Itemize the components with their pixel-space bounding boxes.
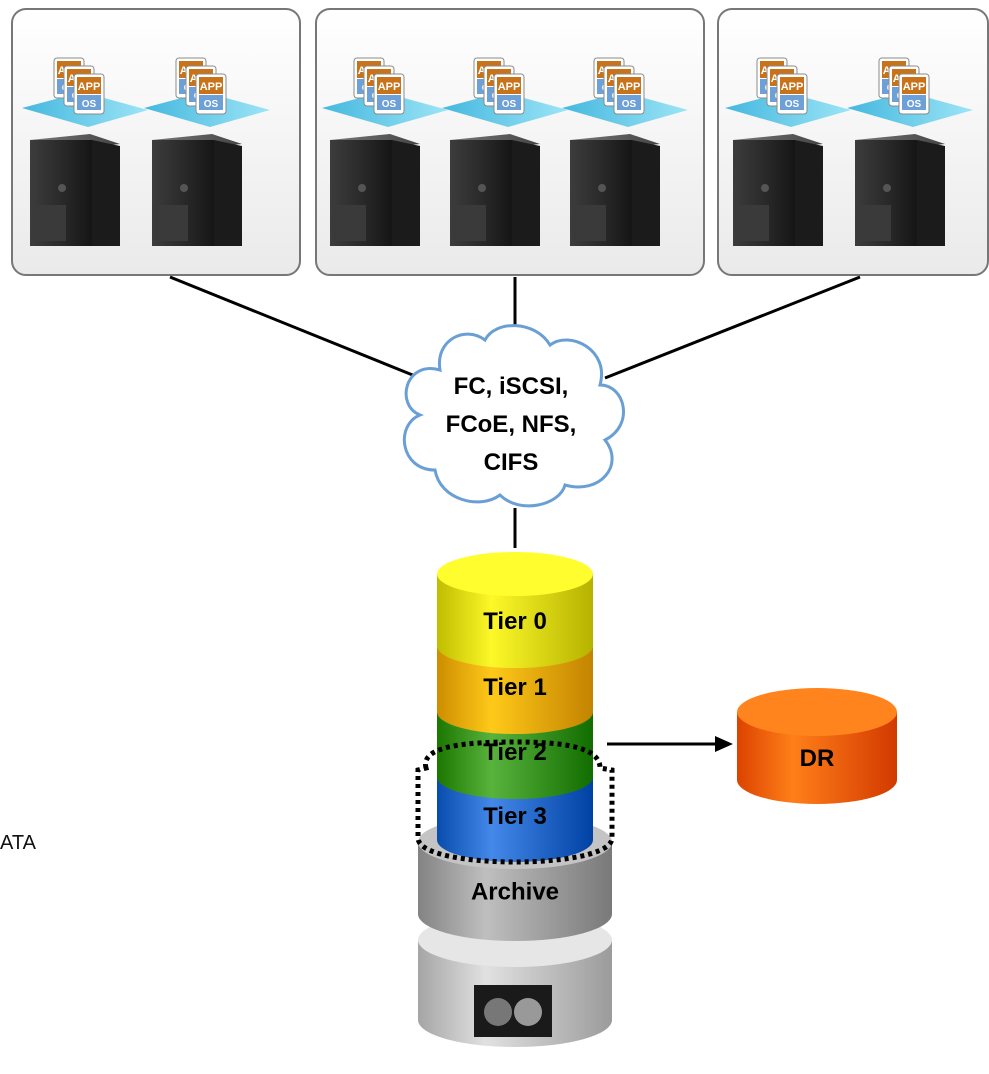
replication-arrow — [607, 736, 733, 752]
vm-os-block — [199, 95, 223, 110]
power-button-icon — [180, 184, 188, 192]
partial-side-label: ATA — [0, 832, 36, 854]
vm-os-label: OS — [82, 99, 97, 110]
vm-os-label: OS — [204, 99, 219, 110]
arrow-head — [715, 736, 733, 752]
cloud-line-2: FCoE, NFS, — [446, 411, 577, 438]
server-side — [214, 140, 242, 246]
selection-dashed-loop — [415, 739, 615, 865]
vm-app-block — [77, 77, 101, 94]
power-button-icon — [883, 184, 891, 192]
server-vent — [158, 205, 188, 241]
power-button-icon — [358, 184, 366, 192]
server-vent — [456, 205, 486, 241]
vm-card: APP OS — [195, 73, 227, 115]
vm-app-block — [497, 77, 521, 94]
power-button-icon — [478, 184, 486, 192]
tier-3-label: Tier 3 — [483, 803, 547, 830]
server-vent — [739, 205, 769, 241]
cloud-line-3: CIFS — [484, 449, 539, 476]
vm-app-label: APP — [498, 81, 521, 93]
vm-os-block — [497, 95, 521, 110]
vm-card: APP OS — [493, 73, 525, 115]
vm-os-block — [617, 95, 641, 110]
power-button-icon — [761, 184, 769, 192]
server-side — [512, 140, 540, 246]
tier-0-body — [437, 574, 593, 668]
server-side — [632, 140, 660, 246]
tier-0: Tier 0 — [437, 552, 593, 668]
dr-cylinder-body — [737, 712, 897, 804]
vm-app-label: APP — [903, 81, 926, 93]
server-side — [92, 140, 120, 246]
server-groups: APPOSAPPOSAPPOSAPPOSAPPOSAPPOSAPPOSAPPOS… — [11, 8, 989, 276]
dr-site: DR — [737, 688, 897, 804]
cloud-shape — [403, 324, 625, 508]
server-side — [392, 140, 420, 246]
vm-os-block — [77, 95, 101, 110]
server-side — [795, 140, 823, 246]
dr-cylinder-top — [737, 688, 897, 736]
vm-app-label: APP — [618, 81, 641, 93]
tier-4-label: Archive — [471, 879, 559, 906]
tier-4-body — [418, 842, 612, 941]
network-cloud: FC, iSCSI, FCoE, NFS, CIFS — [403, 324, 625, 508]
tier-selection-outline — [415, 739, 615, 865]
vm-os-label: OS — [382, 99, 397, 110]
cloud-line-1: FC, iSCSI, — [454, 373, 569, 400]
tape-reel-right-icon — [514, 998, 542, 1026]
power-button-icon — [598, 184, 606, 192]
vm-card: APP OS — [73, 73, 105, 115]
server-vent — [861, 205, 891, 241]
vm-card: APP OS — [898, 73, 930, 115]
power-button-icon — [58, 184, 66, 192]
vm-os-label: OS — [502, 99, 517, 110]
server-vent — [36, 205, 66, 241]
tier-0-top — [437, 552, 593, 596]
vm-app-block — [377, 77, 401, 94]
tape-reel-left-icon — [484, 998, 512, 1026]
vm-os-label: OS — [622, 99, 637, 110]
vm-card: APP OS — [776, 73, 808, 115]
vm-os-block — [780, 95, 804, 110]
vm-app-label: APP — [781, 81, 804, 93]
connection-lines — [169, 275, 861, 548]
vm-app-block — [199, 77, 223, 94]
server-vent — [576, 205, 606, 241]
server-side — [917, 140, 945, 246]
vm-app-label: APP — [378, 81, 401, 93]
vm-os-label: OS — [907, 99, 922, 110]
vm-app-block — [617, 77, 641, 94]
dr-cylinder-label: DR — [800, 745, 835, 772]
tier-1-label: Tier 1 — [483, 674, 547, 701]
tier-0-label: Tier 0 — [483, 608, 547, 635]
dr-cylinder: DR — [737, 688, 897, 804]
link-group-3-cloud — [604, 275, 861, 380]
link-group-1-cloud — [169, 275, 421, 380]
vm-os-block — [377, 95, 401, 110]
server-group-2: APPOSAPPOSAPPOSAPPOSAPPOSAPPOSAPPOSAPPOS… — [315, 8, 705, 276]
vm-card: APP OS — [373, 73, 405, 115]
vm-app-label: APP — [200, 81, 223, 93]
vm-app-block — [902, 77, 926, 94]
vm-app-label: APP — [78, 81, 101, 93]
vm-os-label: OS — [785, 99, 800, 110]
vm-card: APP OS — [613, 73, 645, 115]
vm-os-block — [902, 95, 926, 110]
server-vent — [336, 205, 366, 241]
vm-app-block — [780, 77, 804, 94]
